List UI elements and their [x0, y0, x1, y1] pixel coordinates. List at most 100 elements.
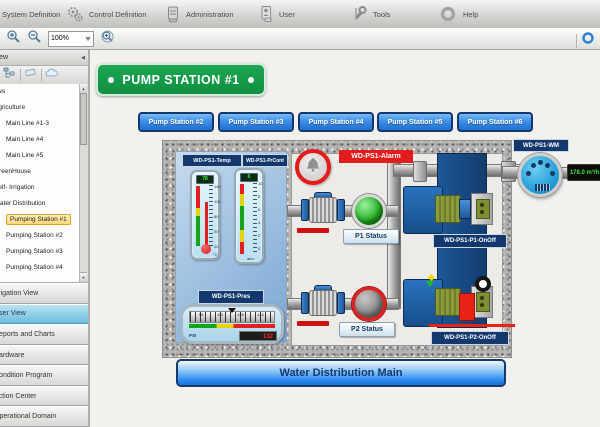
pump-station-6-button[interactable]: Pump Station #6: [457, 112, 533, 132]
water-meter[interactable]: [518, 153, 562, 197]
tree-item-main-line-4[interactable]: Main Line #4: [6, 136, 44, 143]
prcont-ticks: [253, 183, 257, 255]
tree-item-greenhouse[interactable]: GreenHouse: [0, 168, 31, 175]
accordion-operational-domain[interactable]: Operational Domain: [0, 406, 88, 427]
temp-gauge[interactable]: 78 140 110 80 50 20 °C: [190, 170, 221, 260]
server-icon: [165, 5, 181, 23]
tree-item-self-irrigation[interactable]: Self- Irrigation: [0, 184, 35, 191]
menu-tools[interactable]: Tools: [352, 0, 391, 28]
tree-item-main-line-1-3[interactable]: Main Line #1-3: [6, 120, 49, 127]
tree-item-views[interactable]: Views: [0, 88, 6, 95]
prcont-scale-value: 10: [258, 181, 263, 186]
p2-alarm-underline: [429, 324, 515, 327]
prcont-gauge[interactable]: 6 10 8 6 4 2 0 atm: [234, 168, 264, 264]
zoom-in-icon[interactable]: [6, 29, 21, 49]
p2-valve-handle[interactable]: [297, 321, 329, 326]
pres-scale-value: 96: [199, 312, 204, 317]
zoom-out-icon[interactable]: [27, 29, 42, 49]
prcont-band-yellow-top: [240, 194, 244, 206]
p2-off-indicator-icon: [475, 276, 491, 292]
accordion-irrigation-view[interactable]: Irrigation View: [0, 283, 88, 304]
mercury-bulb: [201, 244, 211, 254]
collapse-arrow-icon[interactable]: ◀: [81, 54, 85, 61]
temp-ticks: [209, 185, 213, 249]
menu-label: Help: [463, 9, 479, 19]
menu-label: Tools: [373, 9, 391, 19]
sidebar-panel-header[interactable]: View ◀: [0, 50, 88, 66]
pump-station-4-button[interactable]: Pump Station #4: [298, 112, 374, 132]
eraser-icon[interactable]: [24, 66, 38, 84]
menu-control-definition[interactable]: Control Definition: [66, 0, 147, 28]
prcont-band-red-bottom: [240, 242, 244, 254]
gears-icon: [66, 5, 84, 23]
pipe-flange: [413, 161, 427, 182]
p2-status-label[interactable]: P2 Status: [339, 322, 395, 337]
p1-status-light[interactable]: [352, 194, 386, 228]
menu-help[interactable]: Help: [438, 0, 478, 28]
accordion-action-center[interactable]: Action Center: [0, 385, 88, 407]
tree-item-pumping-station-4[interactable]: Pumping Station #4: [6, 264, 63, 271]
p2-valve[interactable]: [301, 285, 345, 318]
p2-fault-block: [459, 293, 475, 321]
mercury-column: [205, 202, 208, 248]
zoom-level-combobox[interactable]: [48, 30, 94, 47]
tree-item-main-line-5[interactable]: Main Line #5: [6, 152, 44, 159]
temp-scale-value: 140: [214, 184, 221, 189]
alarm-label: WD-PS1-Alarm: [339, 150, 413, 163]
p2-status-light[interactable]: [352, 287, 386, 321]
pres-color-band: [189, 324, 275, 328]
sidebar-accordion: Irrigation View User View Reports and Ch…: [0, 283, 88, 427]
accordion-user-view[interactable]: User View: [0, 303, 88, 325]
p2-motor[interactable]: [435, 288, 461, 316]
tree-view-icon[interactable]: [3, 66, 17, 84]
tree-item-pumping-station-1[interactable]: Pumping Station #1: [0, 212, 88, 228]
temp-readout: 78: [196, 175, 214, 184]
page-title: PUMP STATION #1: [122, 72, 240, 87]
tree-item-agriculture[interactable]: Agriculture: [0, 104, 26, 111]
temp-unit: °C: [213, 252, 218, 257]
user-icon: [258, 5, 274, 23]
pres-gauge[interactable]: 96 112 128 144 PSI 132: [180, 304, 284, 344]
p1-valve[interactable]: [301, 192, 345, 225]
scroll-down-arrow[interactable]: ▼: [80, 272, 87, 282]
water-distribution-main-button[interactable]: Water Distribution Main: [176, 359, 506, 387]
accordion-hardware[interactable]: Hardware: [0, 344, 88, 366]
p1-valve-handle[interactable]: [297, 228, 329, 233]
pump-station-2-button[interactable]: Pump Station #2: [138, 112, 214, 132]
tree-item-pumping-station-2[interactable]: Pumping Station #2: [6, 232, 63, 239]
toolbar: [0, 28, 600, 50]
scroll-thumb[interactable]: [80, 93, 87, 145]
p1-motor[interactable]: [435, 195, 461, 223]
prcont-scale-value: 0: [258, 246, 261, 251]
wm-register-display: [534, 183, 551, 192]
tree-item-pumping-station-3[interactable]: Pumping Station #3: [6, 248, 63, 255]
p1-onoff-label[interactable]: WD-PS1-P1-OnOff: [433, 234, 507, 248]
refresh-circle-icon[interactable]: [581, 31, 595, 50]
tree-scrollbar[interactable]: ▲ ▼: [79, 84, 88, 282]
main-view: PUMP STATION #1 Pump Station #2 Pump Sta…: [90, 50, 600, 427]
zoom-fit-icon[interactable]: [100, 29, 115, 49]
zoom-level-input[interactable]: [49, 35, 83, 42]
menu-administration[interactable]: Administration: [165, 0, 234, 28]
p2-onoff-label[interactable]: WD-PS1-P2-OnOff: [431, 331, 509, 345]
temp-gauge-label: WD-PS1-Temp: [182, 154, 242, 167]
pres-gauge-label: WD-PS1-Pres: [198, 290, 264, 304]
alarm-indicator[interactable]: [295, 149, 331, 185]
pump-station-5-button[interactable]: Pump Station #5: [377, 112, 453, 132]
p1-status-label[interactable]: P1 Status: [343, 229, 399, 244]
menu-system-definition[interactable]: System Definition: [2, 0, 60, 28]
accordion-condition-program[interactable]: Condition Program: [0, 365, 88, 386]
temp-scale-value: 110: [214, 199, 221, 204]
pres-scale-value: 112: [217, 312, 224, 317]
menu-user[interactable]: User: [258, 0, 295, 28]
prcont-scale-value: 4: [258, 220, 261, 225]
help-ring-icon: [438, 5, 458, 23]
pump-station-3-button[interactable]: Pump Station #3: [218, 112, 294, 132]
tree-item-water-distribution[interactable]: Water Distribution: [0, 200, 46, 207]
temp-band-yellow: [196, 208, 200, 216]
prcont-scale-value: 6: [258, 207, 261, 212]
cloud-icon[interactable]: [45, 66, 59, 84]
p2-mount: [471, 286, 493, 318]
accordion-reports-and-charts[interactable]: Reports and Charts: [0, 324, 88, 345]
chevron-down-icon[interactable]: [85, 36, 91, 41]
